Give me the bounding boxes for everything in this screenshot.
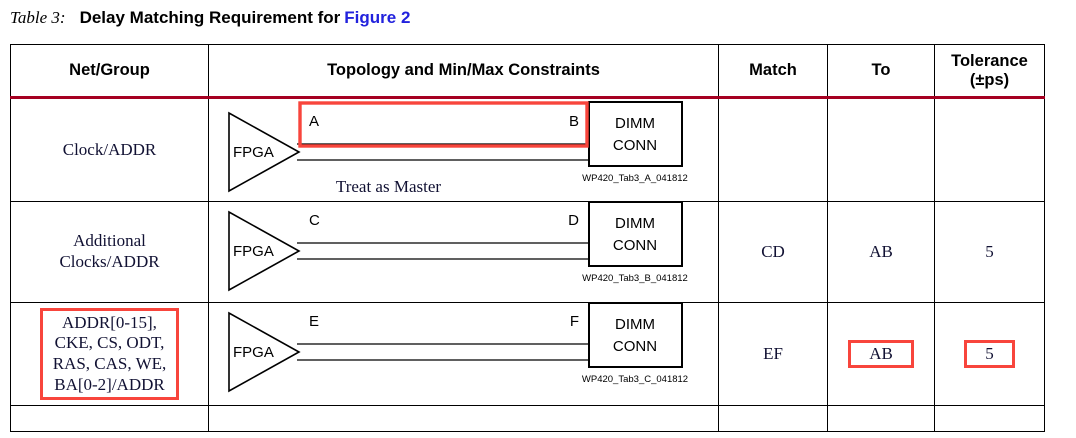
table-row-partial (10, 405, 1045, 432)
table-caption: Table 3: Delay Matching Requirement for F… (10, 9, 410, 27)
dimm-conn-label-line2: CONN (613, 137, 657, 154)
fpga-buffer-triangle (228, 311, 301, 393)
fpga-label: FPGA (233, 144, 274, 161)
cell-tolerance (934, 97, 1045, 202)
fpga-label: FPGA (233, 344, 274, 361)
figure-id-label: WP420_Tab3_A_041812 (582, 173, 688, 184)
figure-reference-link[interactable]: Figure 2 (344, 8, 411, 27)
dimm-conn-label-line1: DIMM (615, 115, 655, 132)
topology-schematic-row1: FPGA DIMM CONN A B (209, 99, 718, 201)
to-highlight-box: AB (848, 339, 914, 369)
cell-to (827, 97, 935, 202)
net-group-line1: Additional (73, 231, 146, 251)
net-group-line1: ADDR[0-15], (62, 312, 157, 332)
table-caption-title: Delay Matching Requirement for (79, 8, 341, 27)
node-label-left: E (309, 313, 319, 330)
cell-net-group: Clock/ADDR (10, 97, 209, 202)
node-label-left: C (309, 212, 320, 229)
cell-to: AB (827, 201, 935, 303)
net-group-line2: Clocks/ADDR (59, 252, 160, 271)
topology-note: Treat as Master (335, 177, 442, 196)
net-group-line3: RAS, CAS, WE, (52, 354, 167, 373)
cell-to: AB (827, 302, 935, 406)
topology-schematic-row3: FPGA DIMM CONN E F WP420_Tab3_C_041812 (209, 303, 718, 405)
dimm-conn-box (588, 303, 683, 368)
topology-schematic-row2: FPGA DIMM CONN C D WP420_Tab3_B_041812 (209, 202, 718, 302)
trace-highlight-box (298, 101, 589, 148)
tolerance-highlight-box: 5 (964, 339, 1015, 369)
column-header-to: To (827, 44, 935, 99)
dimm-conn-box (588, 202, 683, 267)
net-group-line4: BA[0-2]/ADDR (54, 374, 165, 394)
table-caption-label: Table 3: (10, 8, 66, 27)
dimm-conn-label-line1: DIMM (615, 215, 655, 232)
column-header-net-group: Net/Group (10, 44, 209, 99)
cell-match (718, 405, 828, 432)
delay-matching-table: Net/Group Topology and Min/Max Constrain… (10, 44, 1045, 432)
net-group-text: Clock/ADDR (62, 139, 157, 159)
cell-net-group (10, 405, 209, 432)
dimm-conn-label-line2: CONN (613, 338, 657, 355)
node-label-right: B (569, 113, 579, 130)
cell-net-group: Additional Clocks/ADDR (10, 201, 209, 303)
column-header-tolerance: Tolerance (±ps) (934, 44, 1045, 99)
cell-tolerance: 5 (934, 302, 1045, 406)
cell-net-group: ADDR[0-15], CKE, CS, ODT, RAS, CAS, WE, … (10, 302, 209, 406)
cell-topology (208, 405, 719, 432)
node-label-right: F (570, 313, 579, 330)
table-row: Additional Clocks/ADDR FPGA DIMM CONN (10, 201, 1045, 303)
cell-tolerance (934, 405, 1045, 432)
dimm-conn-label-line2: CONN (613, 237, 657, 254)
column-header-tolerance-main: Tolerance (951, 52, 1028, 71)
cell-topology: FPGA DIMM CONN A B (208, 97, 719, 202)
cell-topology: FPGA DIMM CONN E F WP420_Tab3_C_041812 (208, 302, 719, 406)
fpga-label: FPGA (233, 243, 274, 260)
column-header-tolerance-sub: (±ps) (969, 70, 1010, 89)
cell-topology: FPGA DIMM CONN C D WP420_Tab3_B_041812 (208, 201, 719, 303)
figure-id-label: WP420_Tab3_B_041812 (582, 273, 688, 284)
cell-tolerance: 5 (934, 201, 1045, 303)
node-label-left: A (309, 113, 319, 130)
figure-id-label: WP420_Tab3_C_041812 (582, 374, 688, 385)
cell-to (827, 405, 935, 432)
cell-match (718, 97, 828, 202)
table-row: ADDR[0-15], CKE, CS, ODT, RAS, CAS, WE, … (10, 302, 1045, 406)
node-label-right: D (568, 212, 579, 229)
dimm-conn-box (588, 101, 683, 167)
dimm-conn-label-line1: DIMM (615, 316, 655, 333)
fpga-buffer-triangle (228, 111, 301, 193)
column-header-topology: Topology and Min/Max Constraints (208, 44, 719, 99)
net-group-highlight-box: ADDR[0-15], CKE, CS, ODT, RAS, CAS, WE, … (39, 307, 180, 401)
table-header-row: Net/Group Topology and Min/Max Constrain… (10, 44, 1045, 99)
table-row: Clock/ADDR FPGA DIMM (10, 97, 1045, 202)
net-group-line2: CKE, CS, ODT, (54, 333, 165, 353)
fpga-buffer-triangle (228, 210, 301, 292)
cell-match: EF (718, 302, 828, 406)
cell-match: CD (718, 201, 828, 303)
column-header-match: Match (718, 44, 828, 99)
